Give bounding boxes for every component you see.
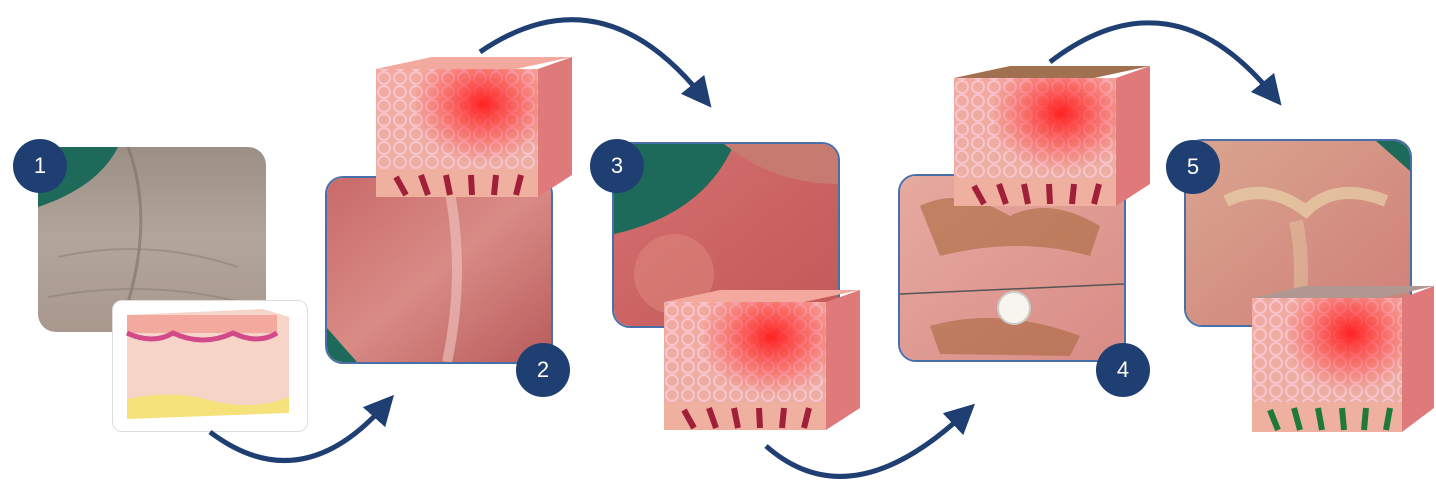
- arrow-2-to-3: [480, 20, 702, 96]
- arrow-1-to-2: [210, 406, 384, 461]
- arrow-3-to-4: [766, 414, 964, 476]
- arrow-4-to-5: [1050, 23, 1272, 94]
